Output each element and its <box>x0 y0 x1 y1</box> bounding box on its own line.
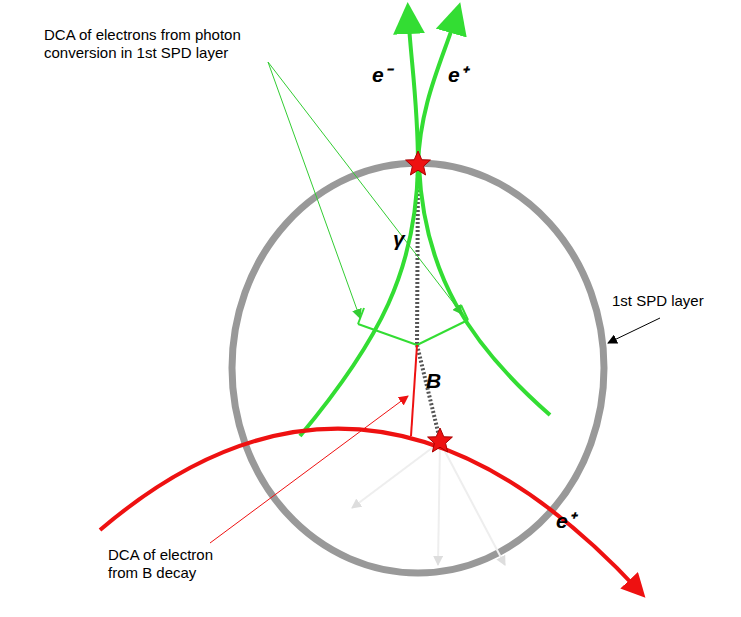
particle-label: B <box>426 368 441 393</box>
callout-text: DCA of electrons from photon conversion … <box>44 26 274 62</box>
layer-label: 1st SPD layer <box>612 292 704 310</box>
particle-label: e⁺ <box>556 508 575 533</box>
particle-label: e⁺ <box>448 62 467 87</box>
particle-label: γ <box>393 226 405 251</box>
particle-label: e⁻ <box>372 62 391 87</box>
callout-text: DCA of electron from B decay <box>108 546 238 582</box>
